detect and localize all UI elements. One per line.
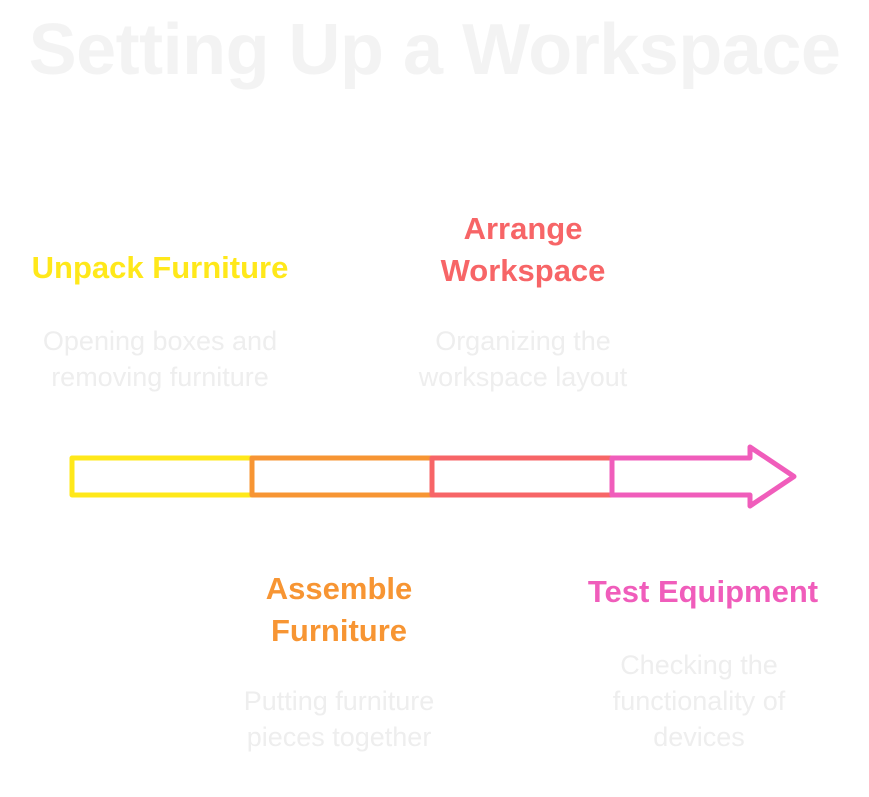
diagram-title: Setting Up a Workspace — [28, 10, 841, 90]
step-4-title: Test Equipment — [587, 574, 819, 609]
step-3-description: Organizing the workspace layout — [418, 326, 628, 392]
segment-unpack — [69, 455, 255, 498]
step-1-description: Opening boxes and removing furniture — [42, 326, 278, 392]
step-2-title: Assemble Furniture — [265, 571, 413, 648]
step-2-description: Putting furniture pieces together — [243, 686, 435, 752]
step-1-title: Unpack Furniture — [31, 250, 289, 285]
segment-arrange — [429, 455, 615, 498]
segment-test-arrowhead — [609, 444, 797, 509]
step-3-title: Arrange Workspace — [440, 211, 606, 288]
step-4-description: Checking the functionality of devices — [612, 650, 786, 752]
segment-assemble — [249, 455, 435, 498]
